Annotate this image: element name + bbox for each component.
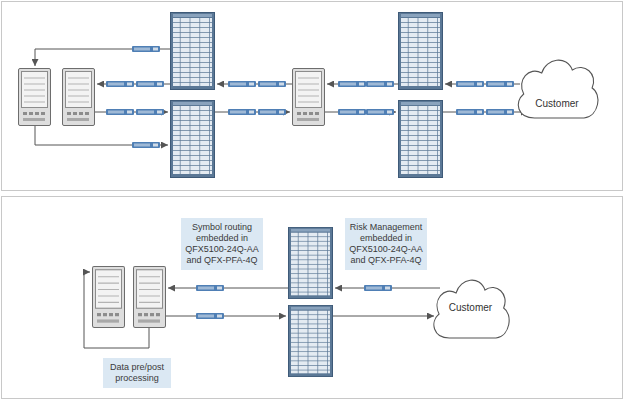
transceiver-icon — [486, 81, 514, 87]
transceiver-icon — [486, 109, 514, 115]
callout-box: Risk Management embedded in QFX5100-24Q-… — [345, 218, 427, 270]
server-icon — [293, 69, 325, 126]
cloud-label: Customer — [512, 98, 602, 110]
switch-rack — [399, 101, 443, 178]
transceiver-icon — [456, 109, 484, 115]
transceiver-icon — [136, 81, 164, 87]
transceiver-icon — [132, 46, 160, 52]
flow-line — [168, 288, 288, 289]
transceiver-icon — [456, 81, 484, 87]
transceiver-icon — [258, 81, 286, 87]
transceiver-icon — [366, 109, 394, 115]
callout-text: Symbol routing embedded in QFX5100-24Q-A… — [184, 222, 260, 266]
transceiver-icon — [106, 109, 134, 115]
transceiver-icon — [366, 81, 394, 87]
callout-box: Data pre/post processing — [103, 358, 171, 388]
server-icon — [93, 267, 125, 328]
panel-frame — [2, 197, 623, 399]
server-icon — [19, 69, 51, 126]
switch-rack — [399, 13, 443, 90]
transceiver-icon — [196, 313, 224, 319]
cloud-outline — [518, 60, 598, 118]
callout-text: Data pre/post processing — [106, 362, 168, 384]
transceiver-icon — [132, 142, 160, 148]
callout-box: Symbol routing embedded in QFX5100-24Q-A… — [181, 218, 263, 270]
flow-line — [443, 112, 528, 113]
switch-rack — [171, 101, 215, 178]
transceiver-icon — [258, 109, 286, 115]
panel-frame — [2, 2, 623, 191]
switch-rack — [289, 227, 333, 298]
transceiver-icon — [228, 109, 256, 115]
server-icon — [134, 267, 166, 328]
customer-cloud: Customer — [428, 272, 513, 342]
transceiver-icon — [106, 81, 134, 87]
server-icon — [63, 69, 95, 126]
flow-line — [333, 316, 434, 317]
flow-line — [166, 316, 286, 317]
transceiver-icon — [364, 285, 392, 291]
transceiver-icon — [338, 81, 366, 87]
customer-cloud: Customer — [512, 52, 602, 122]
switch-rack — [171, 13, 215, 90]
transceiver-icon — [136, 109, 164, 115]
switch-rack — [289, 305, 333, 376]
cloud-label: Customer — [428, 302, 513, 314]
transceiver-icon — [338, 109, 366, 115]
transceiver-icon — [196, 285, 224, 291]
cloud-outline — [512, 52, 602, 122]
transceiver-icon — [228, 81, 256, 87]
callout-text: Risk Management embedded in QFX5100-24Q-… — [348, 222, 424, 266]
